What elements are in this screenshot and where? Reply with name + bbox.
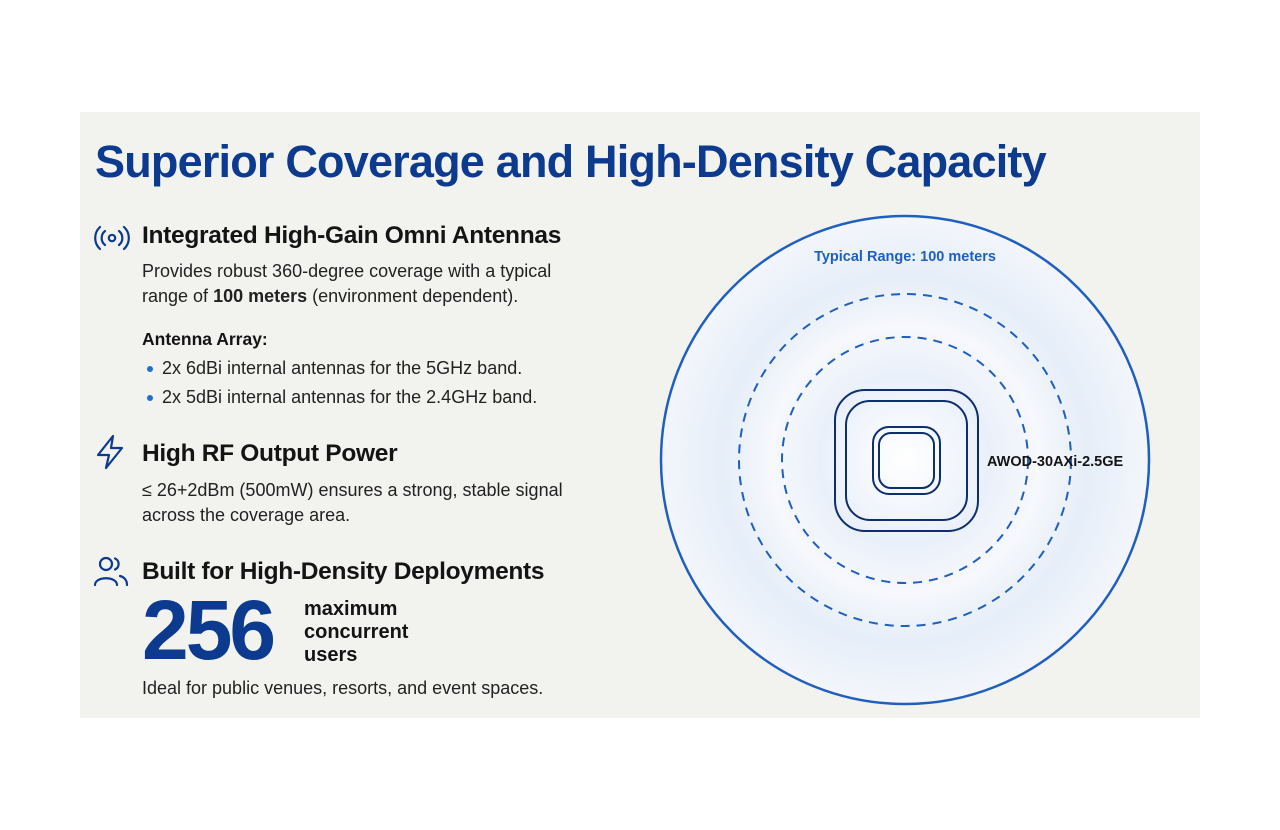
stat-label-line: maximum bbox=[304, 598, 398, 620]
antenna-array-label: Antenna Array: bbox=[142, 329, 268, 349]
lightning-bolt-icon bbox=[96, 434, 124, 470]
body-text: (environment dependent). bbox=[307, 286, 519, 306]
stat-label-line: users bbox=[304, 644, 358, 666]
max-users-stat: 256 bbox=[142, 583, 276, 677]
stat-label-line: concurrent bbox=[304, 621, 409, 643]
body-line: Provides robust 360-degree coverage with… bbox=[142, 261, 552, 281]
range-label: Typical Range: 100 meters bbox=[814, 249, 996, 265]
antenna-broadcast-icon bbox=[94, 225, 130, 251]
access-point-device-icon bbox=[834, 389, 979, 532]
page-title: Superior Coverage and High-Density Capac… bbox=[95, 136, 1047, 187]
coverage-dashed-ring-inner bbox=[781, 336, 1029, 584]
slide: Superior Coverage and High-Density Capac… bbox=[80, 112, 1200, 718]
section-body-rf-power: ≤ 26+2dBm (500mW) ensures a strong, stab… bbox=[142, 478, 563, 528]
antenna-list: 2x 6dBi internal antennas for the 5GHz b… bbox=[142, 354, 537, 412]
range-highlight: 100 meters bbox=[213, 286, 308, 306]
device-model-label: AWOD-30AXi-2.5GE bbox=[987, 454, 1123, 470]
section-body-density: Ideal for public venues, resorts, and ev… bbox=[142, 678, 544, 698]
coverage-outer-ring bbox=[659, 214, 1151, 706]
coverage-diagram: Typical Range: 100 meters AWOD-30AXi-2.5… bbox=[659, 214, 1151, 706]
section-heading-rf-power: High RF Output Power bbox=[142, 440, 398, 467]
list-item: 2x 5dBi internal antennas for the 2.4GHz… bbox=[142, 383, 537, 412]
section-heading-density: Built for High-Density Deployments bbox=[142, 558, 545, 585]
section-body-antennas: Provides robust 360-degree coverage with… bbox=[142, 259, 551, 309]
body-text: range of bbox=[142, 286, 214, 306]
coverage-dashed-ring-outer bbox=[738, 293, 1072, 627]
section-heading-antennas: Integrated High-Gain Omni Antennas bbox=[142, 222, 562, 249]
users-icon bbox=[93, 556, 129, 587]
list-item: 2x 6dBi internal antennas for the 5GHz b… bbox=[142, 354, 537, 383]
max-users-label: maximum concurrent users bbox=[304, 598, 408, 667]
body-line: ≤ 26+2dBm (500mW) ensures a strong, stab… bbox=[142, 480, 563, 500]
body-line: across the coverage area. bbox=[142, 505, 351, 525]
